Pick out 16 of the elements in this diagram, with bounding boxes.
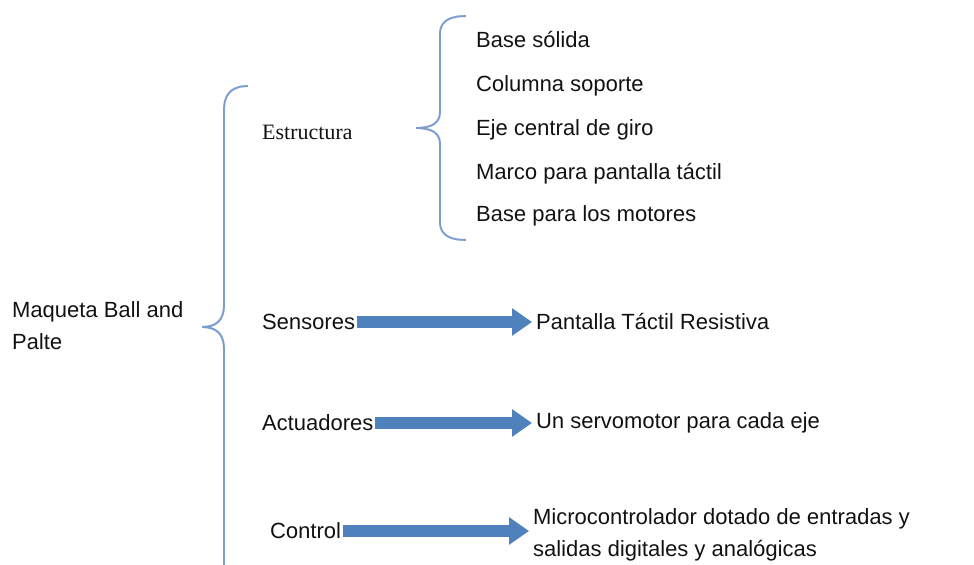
node-text: Actuadores bbox=[262, 407, 374, 439]
label-text: Base sólida bbox=[476, 26, 590, 54]
label-text: Maqueta Ball and Palte bbox=[12, 296, 184, 356]
node-text: Pantalla Táctil Resistiva bbox=[536, 306, 770, 338]
node-text: Un servomotor para cada eje bbox=[536, 405, 820, 437]
node-text: Control bbox=[270, 515, 341, 547]
label-text: Eje central de giro bbox=[476, 114, 654, 142]
arrow bbox=[343, 517, 529, 545]
arrow bbox=[357, 308, 532, 336]
arrow bbox=[375, 409, 532, 437]
label-text: Marco para pantalla táctil bbox=[476, 158, 722, 186]
node-text: Sensores bbox=[262, 306, 355, 338]
label-text: Base para los motores bbox=[476, 200, 696, 228]
label-text: Estructura bbox=[262, 118, 352, 146]
node-text: Microcontrolador dotado de entradas y salidas digitales y analógicas bbox=[533, 501, 973, 565]
label-text: Columna soporte bbox=[476, 70, 644, 98]
